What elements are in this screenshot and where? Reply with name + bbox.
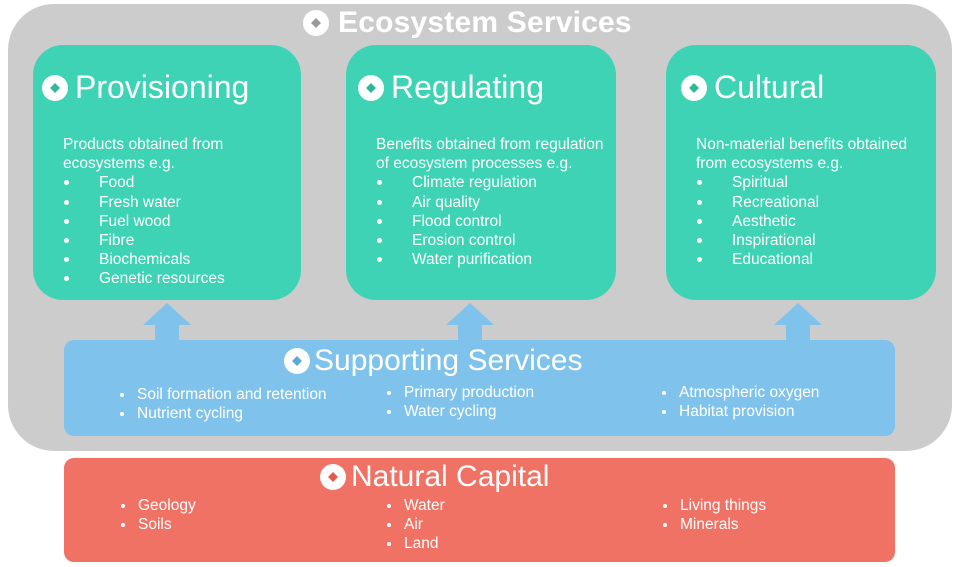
cultural-header: Cultural bbox=[681, 69, 824, 106]
list-item: Nutrient cycling bbox=[120, 404, 327, 423]
natural-capital-header: Natural Capital bbox=[320, 460, 549, 494]
regulating-intro: Benefits obtained from regulation of eco… bbox=[376, 136, 604, 173]
circle-diamond-icon bbox=[303, 10, 329, 36]
natural-capital-col-3: Living things Minerals bbox=[663, 496, 766, 534]
list-item: Minerals bbox=[663, 515, 766, 534]
list-item: Flood control bbox=[376, 212, 606, 231]
list-item: Spiritual bbox=[696, 173, 926, 192]
natural-capital-col-2: Water Air Land bbox=[387, 496, 445, 554]
list-item: Genetic resources bbox=[63, 269, 291, 288]
list-item: Soils bbox=[121, 515, 196, 534]
list-item: Educational bbox=[696, 250, 926, 269]
list-item: Fuel wood bbox=[63, 212, 291, 231]
natural-capital-title: Natural Capital bbox=[351, 460, 550, 493]
list-item: Aesthetic bbox=[696, 212, 926, 231]
list-item: Water purification bbox=[376, 250, 606, 269]
circle-diamond-icon bbox=[284, 348, 310, 374]
list-item: Water bbox=[387, 496, 445, 515]
circle-diamond-icon bbox=[358, 74, 384, 101]
list-item: Inspirational bbox=[696, 231, 926, 250]
list-item: Air quality bbox=[376, 193, 606, 212]
list-item: Habitat provision bbox=[662, 402, 819, 421]
natural-capital-box: Natural Capital Geology Soils Water Air … bbox=[64, 458, 895, 562]
list-item: Land bbox=[387, 534, 445, 553]
provisioning-list: Food Fresh water Fuel wood Fibre Biochem… bbox=[63, 173, 291, 288]
natural-capital-col-1: Geology Soils bbox=[121, 496, 196, 534]
provisioning-card: Provisioning Products obtained from ecos… bbox=[33, 45, 301, 300]
cultural-card: Cultural Non-material benefits obtained … bbox=[666, 45, 936, 300]
regulating-list: Climate regulation Air quality Flood con… bbox=[376, 173, 606, 269]
list-item: Geology bbox=[121, 496, 196, 515]
circle-diamond-icon bbox=[42, 74, 68, 101]
supporting-col-3: Atmospheric oxygen Habitat provision bbox=[662, 383, 819, 421]
circle-diamond-icon bbox=[681, 74, 707, 101]
up-arrow-icon bbox=[143, 303, 191, 343]
supporting-services-header: Supporting Services bbox=[284, 344, 582, 378]
cultural-intro: Non-material benefits obtained from ecos… bbox=[696, 136, 908, 173]
list-item: Living things bbox=[663, 496, 766, 515]
supporting-services-title: Supporting Services bbox=[314, 344, 583, 377]
list-item: Food bbox=[63, 173, 291, 192]
list-item: Water cycling bbox=[387, 402, 534, 421]
provisioning-intro: Products obtained from ecosystems e.g. bbox=[63, 136, 224, 173]
list-item: Fibre bbox=[63, 231, 291, 250]
supporting-services-box: Supporting Services Soil formation and r… bbox=[64, 340, 895, 436]
cultural-body: Non-material benefits obtained from ecos… bbox=[696, 135, 926, 269]
provisioning-title: Provisioning bbox=[75, 69, 250, 105]
list-item: Soil formation and retention bbox=[120, 385, 327, 404]
list-item: Fresh water bbox=[63, 193, 291, 212]
regulating-title: Regulating bbox=[391, 69, 544, 105]
up-arrow-icon bbox=[446, 303, 494, 343]
supporting-col-1: Soil formation and retention Nutrient cy… bbox=[120, 385, 327, 423]
regulating-body: Benefits obtained from regulation of eco… bbox=[376, 135, 606, 269]
list-item: Air bbox=[387, 515, 445, 534]
supporting-col-2: Primary production Water cycling bbox=[387, 383, 534, 421]
list-item: Primary production bbox=[387, 383, 534, 402]
list-item: Climate regulation bbox=[376, 173, 606, 192]
provisioning-body: Products obtained from ecosystems e.g. F… bbox=[63, 135, 291, 289]
circle-diamond-icon bbox=[320, 464, 346, 490]
regulating-card: Regulating Benefits obtained from regula… bbox=[346, 45, 616, 300]
provisioning-header: Provisioning bbox=[42, 69, 249, 106]
cultural-title: Cultural bbox=[714, 69, 825, 105]
list-item: Biochemicals bbox=[63, 250, 291, 269]
list-item: Erosion control bbox=[376, 231, 606, 250]
list-item: Atmospheric oxygen bbox=[662, 383, 819, 402]
regulating-header: Regulating bbox=[358, 69, 544, 106]
list-item: Recreational bbox=[696, 193, 926, 212]
ecosystem-services-title: Ecosystem Services bbox=[338, 6, 632, 39]
cultural-list: Spiritual Recreational Aesthetic Inspira… bbox=[696, 173, 926, 269]
up-arrow-icon bbox=[774, 303, 822, 343]
ecosystem-services-header: Ecosystem Services bbox=[303, 6, 632, 40]
